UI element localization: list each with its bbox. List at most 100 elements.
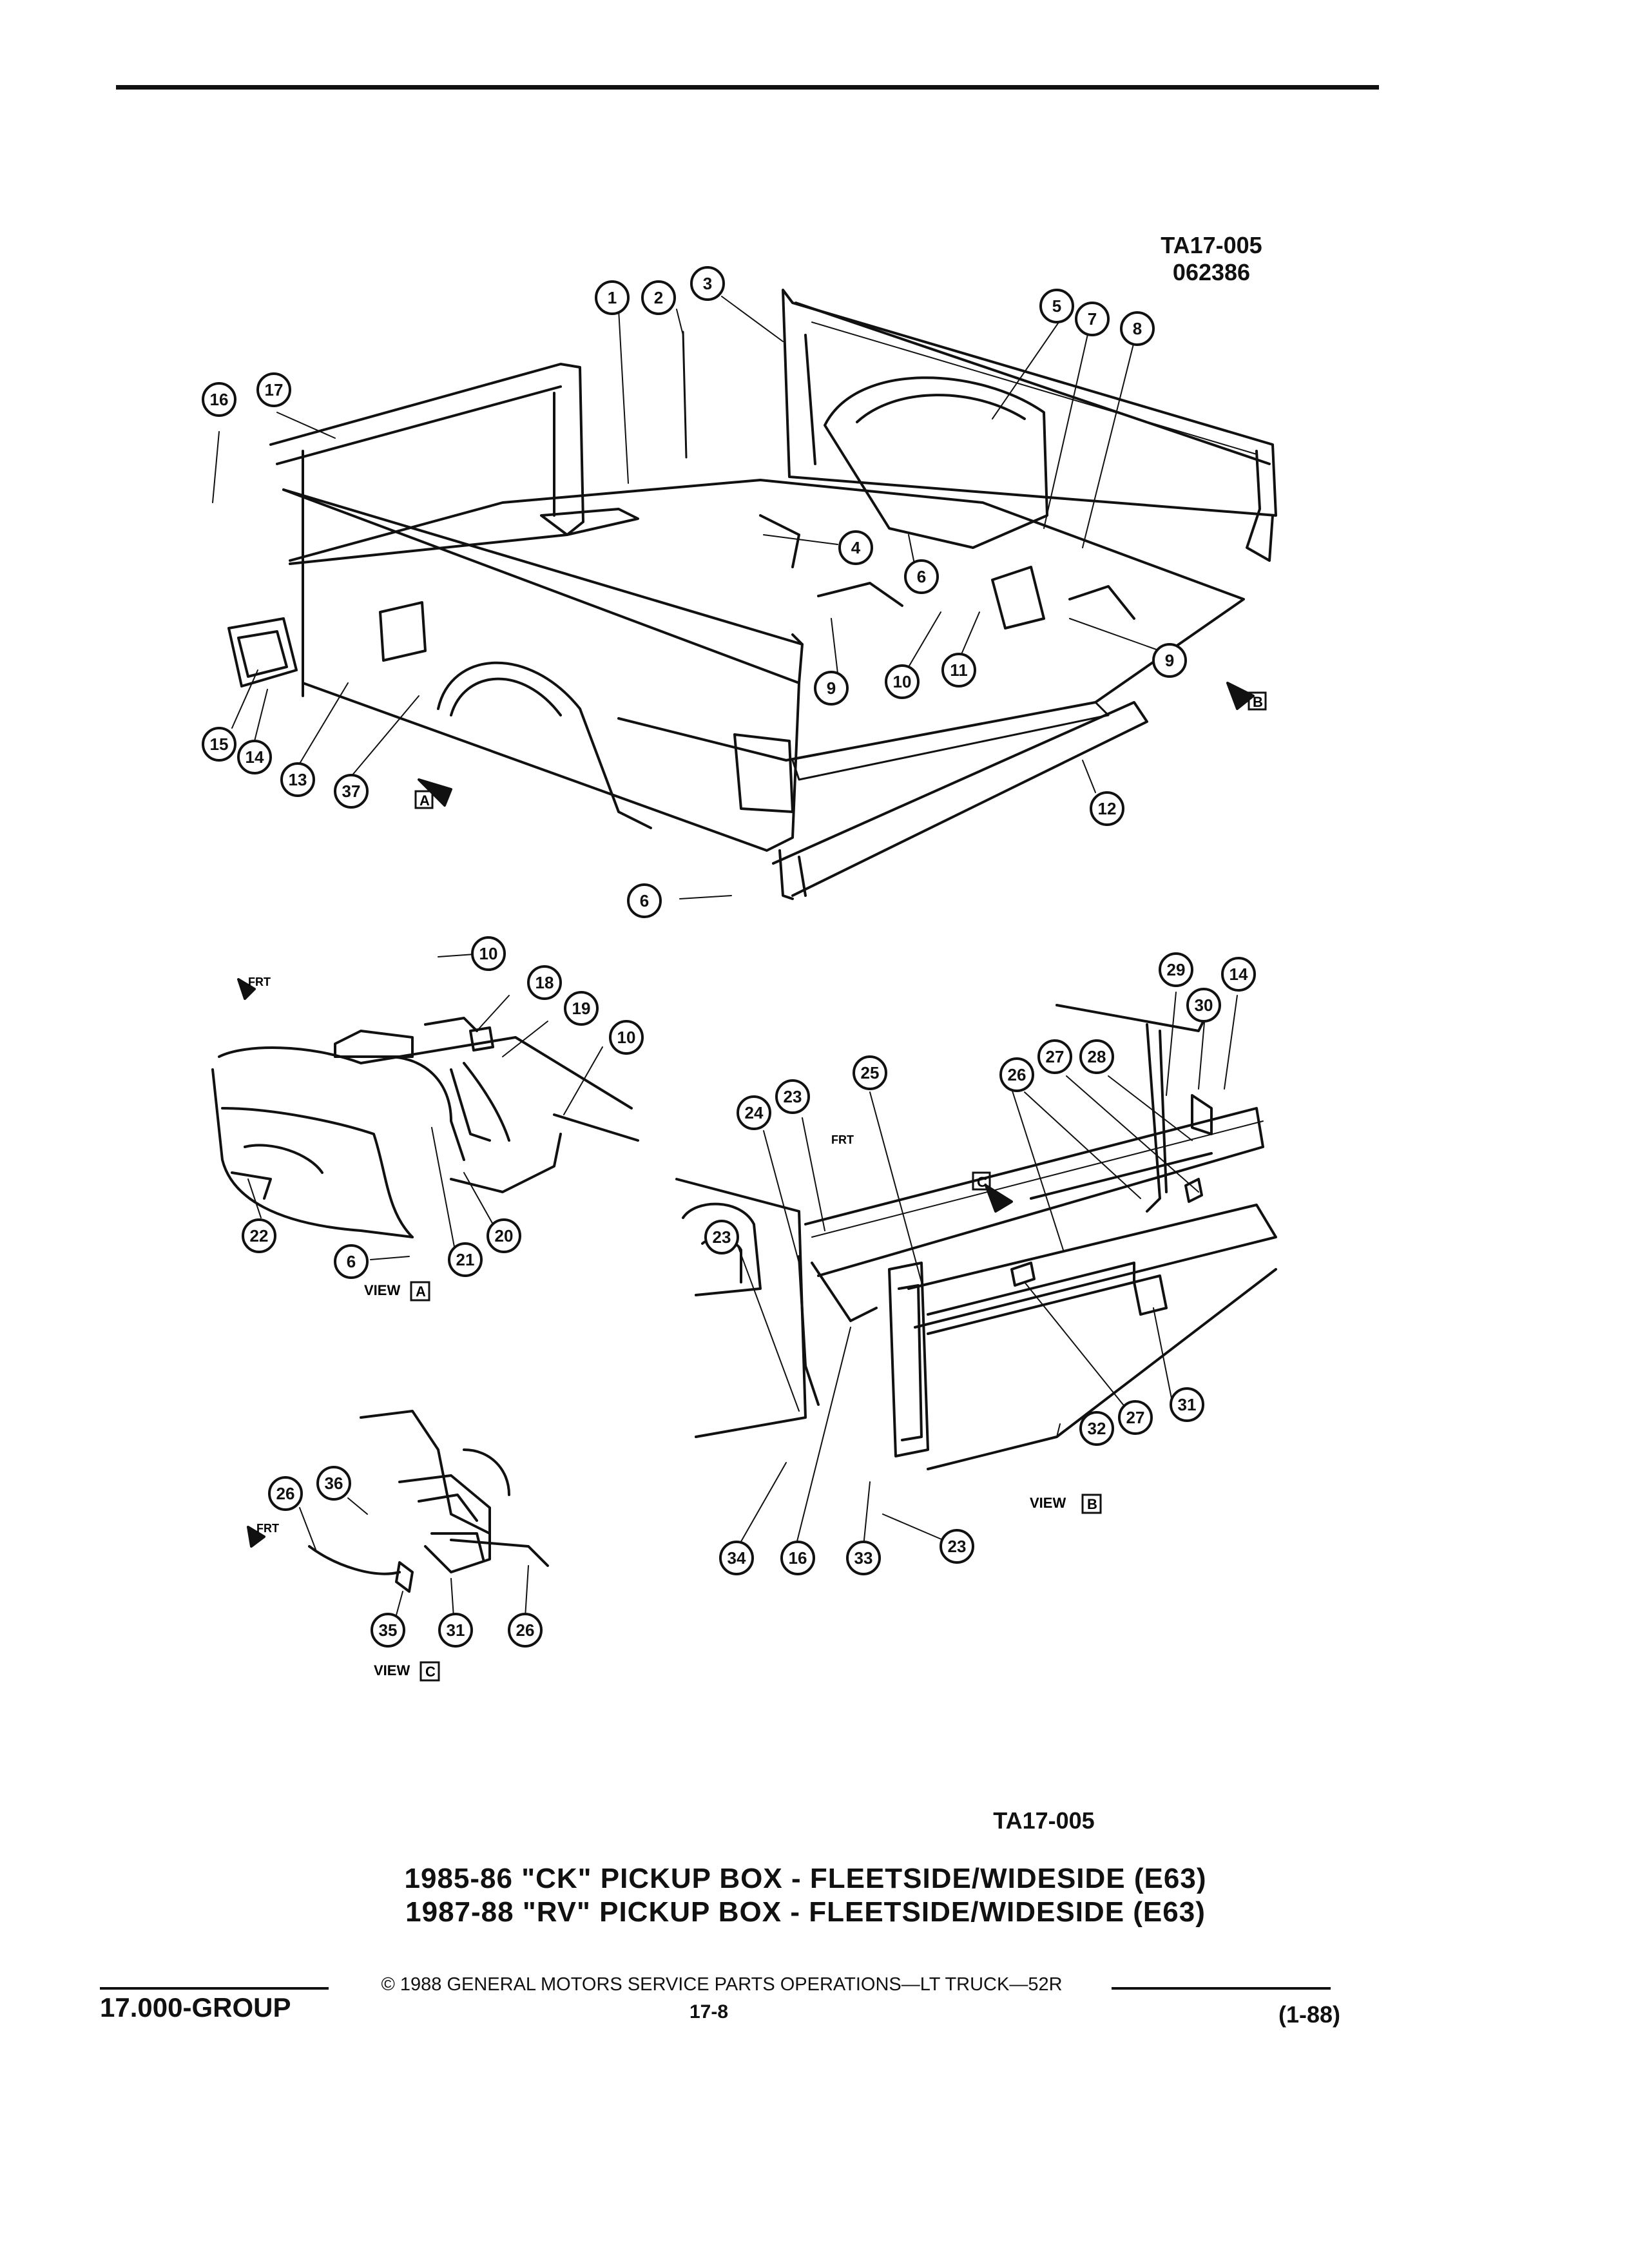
callout-number: 2 (654, 288, 663, 307)
callout-circle (202, 727, 236, 762)
view-a-label-letter: A (416, 1283, 426, 1300)
callout-view-a-1: 10 (471, 936, 506, 971)
callout-circle (1118, 1400, 1153, 1435)
callout-view-a-2: 18 (527, 965, 562, 1000)
callout-circle (853, 1055, 887, 1090)
callout-number: 32 (1088, 1419, 1106, 1438)
callout-main-16: 14 (237, 740, 272, 774)
illustration-code-bottom: TA17-005 (993, 1807, 1095, 1834)
caption-line-1: 1985-86 "CK" PICKUP BOX - FLEETSIDE/WIDE… (404, 1863, 1207, 1894)
callout-number: 10 (479, 944, 498, 963)
callout-number: 27 (1046, 1047, 1065, 1066)
callout-number: 20 (495, 1226, 514, 1245)
callout-number: 29 (1167, 960, 1186, 979)
callout-number: 1 (608, 288, 617, 307)
callout-main-5: 7 (1075, 302, 1110, 336)
callout-number: 26 (1008, 1065, 1027, 1084)
front-direction-label-view-c: FRT (256, 1522, 279, 1535)
callout-main-12: 10 (885, 664, 920, 699)
footer-group: 17.000-GROUP (100, 1992, 291, 2023)
illustration-reference: TA17-005 062386 (1147, 232, 1276, 286)
callout-view-b-3: 30 (1186, 988, 1221, 1023)
callout-number: 33 (854, 1548, 873, 1568)
callout-number: 25 (861, 1063, 880, 1082)
view-a-label-box (410, 1281, 430, 1302)
callout-number: 15 (210, 735, 229, 754)
callout-number: 35 (379, 1620, 398, 1640)
callout-circle (471, 936, 506, 971)
view-labels: VIEW A VIEW B VIEW C (364, 1281, 1102, 1682)
callout-number: 30 (1195, 995, 1213, 1015)
view-b-label-word: VIEW (1030, 1495, 1066, 1511)
callout-main-17: 13 (280, 762, 315, 797)
callout-circle (371, 1613, 405, 1648)
callout-number: 27 (1126, 1408, 1145, 1427)
callout-circle (885, 664, 920, 699)
callout-view-c-3: 35 (371, 1613, 405, 1648)
callout-circle (1037, 1039, 1072, 1074)
footer-revision: (1-88) (1278, 2001, 1340, 2028)
callout-view-b-2: 14 (1221, 957, 1256, 992)
view-c-label-letter: C (425, 1664, 436, 1680)
footer-rule-right (1112, 1987, 1331, 1990)
callout-view-c-5: 26 (508, 1613, 543, 1648)
callout-number: 37 (342, 782, 361, 801)
illustration-code: TA17-005 (1161, 232, 1262, 258)
callout-circle (609, 1020, 644, 1055)
callout-number: 8 (1133, 319, 1142, 338)
callout-view-c-2: 36 (316, 1466, 351, 1501)
callout-number: 16 (210, 390, 229, 409)
callout-view-b-1: 29 (1159, 952, 1193, 987)
callout-number: 6 (640, 891, 649, 910)
callout-circle (846, 1541, 881, 1575)
callout-view-b-12: 31 (1170, 1387, 1204, 1422)
callout-circle (737, 1095, 771, 1130)
view-a-illustration (211, 953, 639, 1260)
callout-main-3: 3 (690, 266, 725, 301)
callout-view-a-3: 19 (564, 991, 599, 1026)
callout-circle (719, 1541, 754, 1575)
callout-main-6: 8 (1120, 311, 1155, 346)
callout-number: 23 (784, 1087, 802, 1106)
callout-view-a-6: 6 (334, 1244, 369, 1279)
callout-view-b-15: 16 (780, 1541, 815, 1575)
callout-circle (256, 372, 291, 407)
callout-main-11: 9 (814, 671, 849, 706)
callout-number: 9 (1165, 651, 1174, 670)
callout-circle (334, 774, 369, 809)
callout-main-7: 16 (202, 382, 236, 417)
view-c-label-word: VIEW (374, 1662, 410, 1678)
callout-circle (999, 1057, 1034, 1092)
view-c-arrow-letter: C (977, 1174, 987, 1190)
callout-view-b-11: 27 (1118, 1400, 1153, 1435)
callout-view-b-8: 24 (737, 1095, 771, 1130)
view-b-label-box (1081, 1494, 1102, 1514)
callout-circle (1221, 957, 1256, 992)
callout-circle (202, 382, 236, 417)
callout-view-a-5: 22 (242, 1218, 276, 1253)
direction-markers: FRT FRT FRT A B C (248, 691, 1267, 1535)
callout-circle (1152, 643, 1187, 678)
callout-number: 7 (1088, 309, 1097, 329)
callout-view-a-7: 21 (448, 1242, 483, 1277)
callout-circle (564, 991, 599, 1026)
callout-main-4: 5 (1039, 289, 1074, 323)
callout-circle (775, 1079, 810, 1114)
callout-circle (268, 1476, 303, 1511)
callout-number: 18 (535, 973, 554, 992)
callout-circle (941, 653, 976, 687)
callout-view-b-6: 28 (1079, 1039, 1114, 1074)
illustration-date: 062386 (1172, 259, 1251, 285)
callout-number: 34 (728, 1548, 746, 1568)
callout-number: 11 (950, 660, 968, 680)
callout-circle (595, 280, 630, 315)
callout-view-b-10: 23 (704, 1220, 739, 1254)
callout-view-b-4: 26 (999, 1057, 1034, 1092)
callout-view-b-5: 27 (1037, 1039, 1072, 1074)
callout-circle (508, 1613, 543, 1648)
callout-circle (242, 1218, 276, 1253)
callout-view-a-8: 20 (487, 1218, 521, 1253)
view-c-illustration (247, 1410, 549, 1628)
callout-number: 9 (827, 678, 836, 698)
